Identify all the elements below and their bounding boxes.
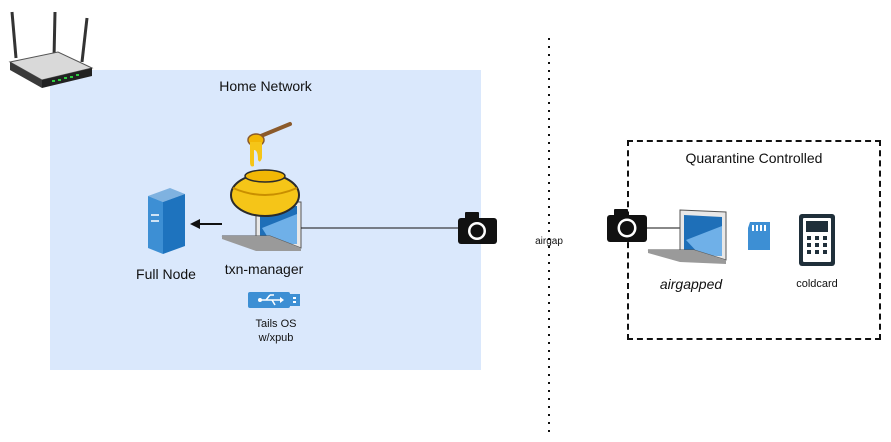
full-node-label: Full Node (136, 266, 196, 282)
calculator-icon (799, 214, 835, 266)
airgap-label: airgap (535, 236, 563, 247)
usb-drive-icon (248, 292, 300, 308)
home-network-title: Home Network (219, 78, 312, 94)
coldcard-label: coldcard (796, 278, 838, 290)
camera-left-icon (458, 212, 497, 244)
usb-label-line2: w/xpub (258, 332, 294, 344)
honey-pot-icon (230, 122, 300, 217)
server-icon (148, 188, 185, 254)
usb-label-line1: Tails OS (255, 318, 297, 330)
txn-manager-laptop-icon (221, 201, 302, 251)
txn-manager-label: txn-manager (224, 261, 304, 277)
sd-card-icon (748, 222, 770, 250)
airgapped-laptop-icon (647, 209, 727, 264)
arrow-head (190, 219, 200, 229)
quarantine-title: Quarantine Controlled (685, 150, 823, 166)
router-icon (8, 11, 94, 88)
airgapped-label: airgapped (659, 276, 723, 292)
camera-right-icon (607, 209, 647, 242)
